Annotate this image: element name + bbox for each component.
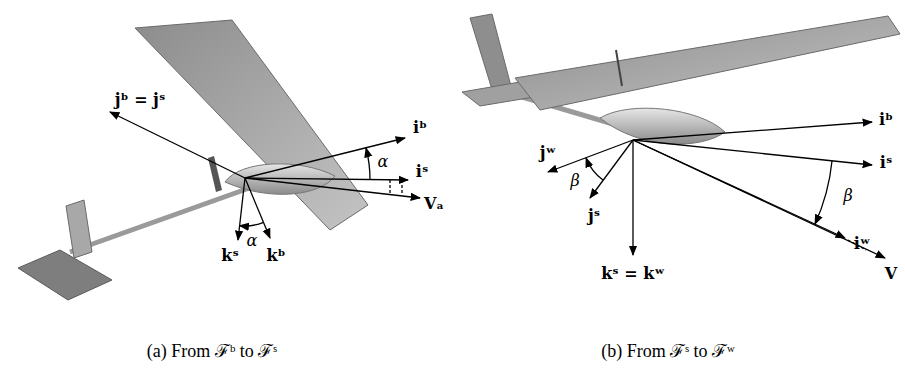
- vertical-fin: [66, 200, 92, 258]
- vector-j: [110, 112, 245, 178]
- angle-label: α: [247, 232, 258, 250]
- projection-line: [389, 180, 390, 195]
- vector-ib: [633, 122, 872, 140]
- vector-label: jˢ: [588, 207, 600, 225]
- vector-js: [590, 140, 633, 198]
- fuselage-pod: [600, 108, 725, 144]
- vector-label: iˢ: [416, 163, 428, 181]
- angle-arc: [815, 161, 832, 224]
- vector-label: kᵇ: [266, 247, 285, 265]
- vector-label: iᵇ: [879, 111, 893, 129]
- vector-label: kˢ = kʷ: [601, 265, 665, 283]
- vector-is: [245, 178, 408, 180]
- horizontal-stabilizer: [18, 250, 112, 300]
- angle-arc: [586, 158, 603, 180]
- frame-vectors-b: [548, 122, 885, 258]
- angle-label: β: [843, 187, 852, 205]
- propeller: [616, 50, 622, 86]
- tail-boom: [70, 186, 255, 252]
- vector-label: Vₐ: [424, 195, 444, 213]
- vector-label: iᵇ: [413, 119, 427, 137]
- vector-label: jᵇ = jˢ: [115, 91, 165, 109]
- vertical-fin: [470, 14, 512, 96]
- vector-label: kˢ: [221, 247, 238, 265]
- vector-va: [245, 178, 420, 198]
- vector-label: iˢ: [880, 154, 892, 172]
- angle-label: α: [378, 153, 389, 171]
- vector-k: [632, 140, 633, 255]
- vector-label: iʷ: [854, 235, 871, 253]
- subfigure-caption: (a) From ℱᵇ to ℱˢ: [147, 342, 277, 362]
- wing: [515, 16, 900, 110]
- angle-label: β: [570, 172, 579, 190]
- vector-is: [633, 140, 872, 165]
- vector-ks: [238, 178, 245, 240]
- angle-arc: [366, 148, 370, 180]
- angle-arc: [240, 222, 264, 226]
- vector-ib: [245, 138, 405, 178]
- vector-kb: [245, 178, 270, 238]
- vector-label: jʷ: [540, 144, 556, 162]
- vector-va: [633, 140, 885, 258]
- wing: [135, 20, 368, 230]
- subfigure-caption: (b) From ℱˢ to ℱʷ: [601, 342, 735, 362]
- projection-line: [401, 180, 402, 195]
- frame-vectors-a: [110, 112, 420, 240]
- aircraft-b: [462, 14, 900, 144]
- vector-label: V: [885, 265, 897, 283]
